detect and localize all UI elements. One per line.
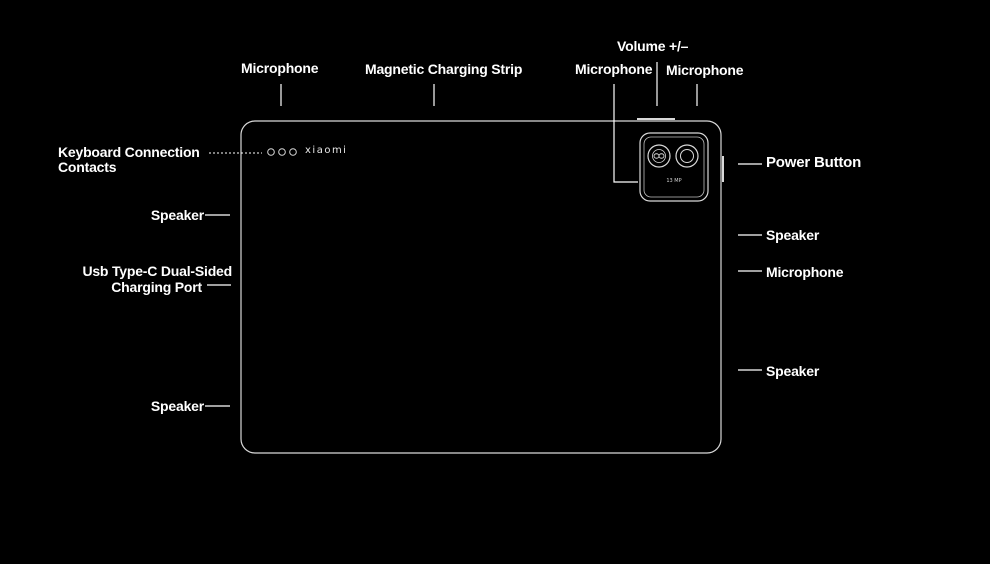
keyboard-contact-1 (267, 148, 275, 156)
label-top-right-microphone: Microphone (666, 62, 744, 78)
label-right-speaker-bottom: Speaker (766, 363, 820, 379)
camera-spec-text: 13 MP (666, 178, 682, 184)
label-keyboard-contacts-line2: Contacts (58, 159, 117, 175)
keyboard-contact-2 (278, 148, 286, 156)
label-camera-microphone: Microphone (575, 61, 653, 77)
label-power-button: Power Button (766, 154, 862, 171)
camera-module-outer (639, 132, 709, 202)
flash-infinity-icon (653, 153, 665, 159)
label-left-speaker-bottom: Speaker (150, 398, 204, 414)
tablet-body-outline (240, 120, 722, 454)
label-usb-port-line2: Charging Port (111, 279, 202, 295)
label-volume: Volume +/– (617, 38, 689, 54)
label-magnetic-charging-strip: Magnetic Charging Strip (365, 61, 523, 77)
label-right-microphone: Microphone (766, 264, 844, 280)
camera-lens-ring (675, 144, 699, 168)
camera-flash-ring (647, 144, 671, 168)
label-right-speaker-top: Speaker (766, 227, 820, 243)
camera-lens-inner (680, 149, 694, 163)
camera-flash-inner (652, 149, 666, 163)
label-left-speaker-top: Speaker (150, 207, 204, 223)
label-top-left-microphone: Microphone (241, 60, 319, 76)
keyboard-contact-3 (289, 148, 297, 156)
label-usb-port-line1: Usb Type-C Dual-Sided (82, 263, 232, 279)
leader-camera-microphone (613, 84, 638, 183)
camera-module-inner (643, 136, 705, 198)
brand-logo: xiaomi (305, 145, 348, 156)
label-keyboard-contacts-line1: Keyboard Connection (58, 144, 200, 160)
